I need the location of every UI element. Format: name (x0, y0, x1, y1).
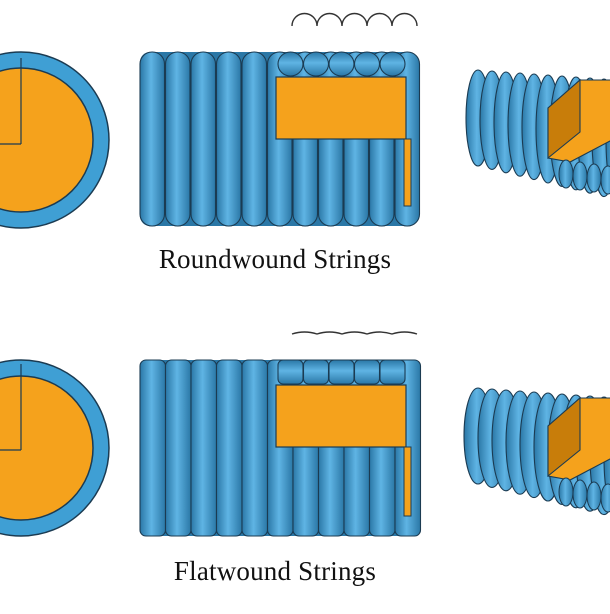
wire-end (302, 51, 330, 77)
wire-end (379, 359, 406, 385)
wire-end (328, 359, 355, 385)
wire-end (353, 51, 381, 77)
winding-turn (139, 51, 166, 227)
roundwound-perspective-view (465, 69, 610, 198)
perspective-core-side (547, 396, 581, 478)
wire-end (379, 51, 406, 77)
flatwound-cross-section (0, 359, 110, 537)
flatwound-side-view (139, 359, 422, 537)
wire-end (277, 359, 304, 385)
wire-end (302, 359, 330, 385)
winding-turn (164, 51, 191, 227)
wire-end (328, 51, 355, 77)
flatwound-profile-line (291, 331, 418, 335)
core-sliver (403, 446, 412, 517)
perspective-wire-end (558, 477, 574, 507)
wire-end (277, 51, 304, 77)
winding-turn (241, 359, 269, 537)
perspective-wire-end (558, 159, 574, 189)
core-block (275, 384, 407, 448)
perspective-wire-end (600, 483, 610, 513)
perspective-wire-end (586, 163, 602, 193)
winding-turn (139, 359, 167, 537)
perspective-wire-end (600, 165, 610, 195)
roundwound-side-view (139, 51, 421, 227)
core-sliver (403, 138, 412, 207)
winding-turn (215, 51, 242, 227)
perspective-wire-end (572, 161, 588, 191)
winding-turn (190, 51, 217, 227)
wire-end (353, 359, 381, 385)
flatwound-caption: Flatwound Strings (173, 556, 377, 586)
perspective-wire-end (572, 479, 588, 509)
winding-turn (215, 359, 243, 537)
winding-turn (241, 51, 268, 227)
flat-profile-curve (291, 331, 418, 335)
winding-turn (190, 359, 218, 537)
winding-turn (164, 359, 192, 537)
roundwound-cross-section (0, 51, 110, 229)
perspective-core-side (547, 78, 581, 160)
round-profile-curve (291, 12, 418, 27)
flatwound-perspective-view (463, 387, 610, 516)
roundwound-profile-line (291, 12, 418, 27)
core-block (275, 76, 407, 140)
perspective-wire-end (586, 481, 602, 511)
roundwound-caption: Roundwound Strings (158, 244, 392, 274)
